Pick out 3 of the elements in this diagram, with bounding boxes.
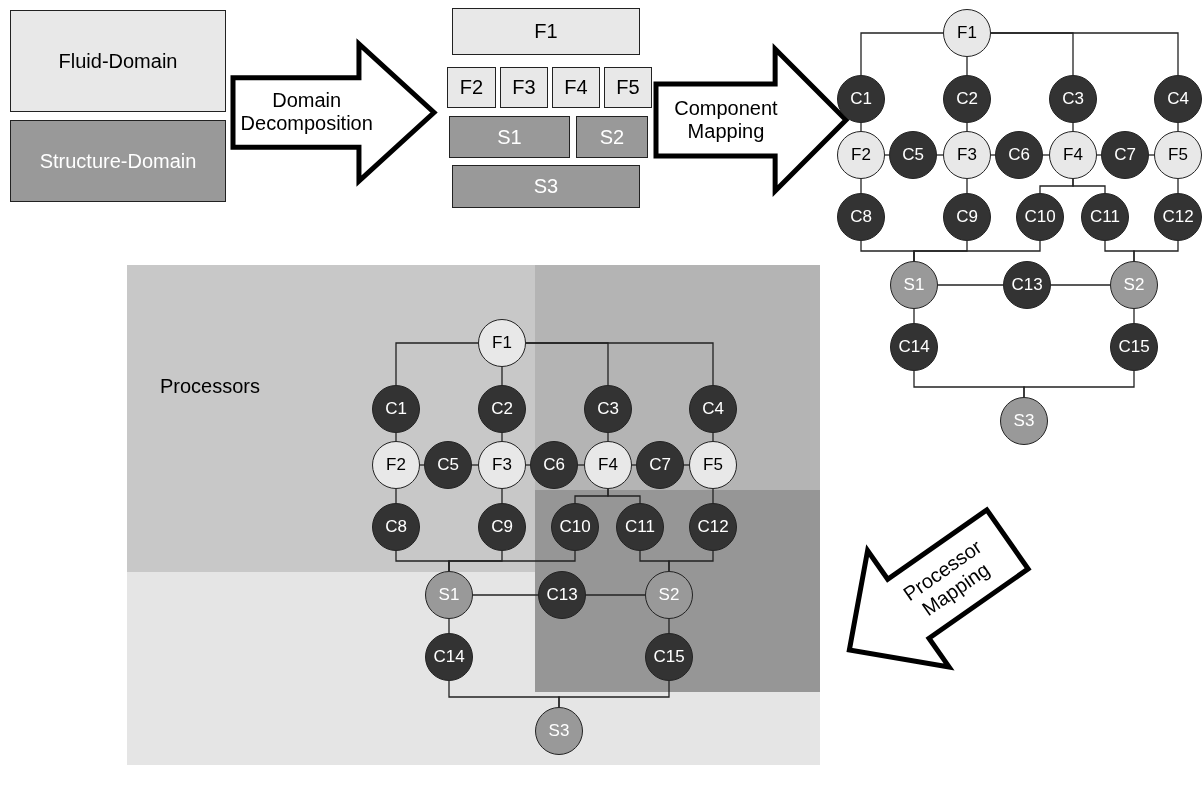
arrow-label: Domain Decomposition — [239, 88, 374, 137]
region-label: Processors — [160, 375, 261, 398]
arrow-label: Component Mapping — [673, 96, 779, 144]
